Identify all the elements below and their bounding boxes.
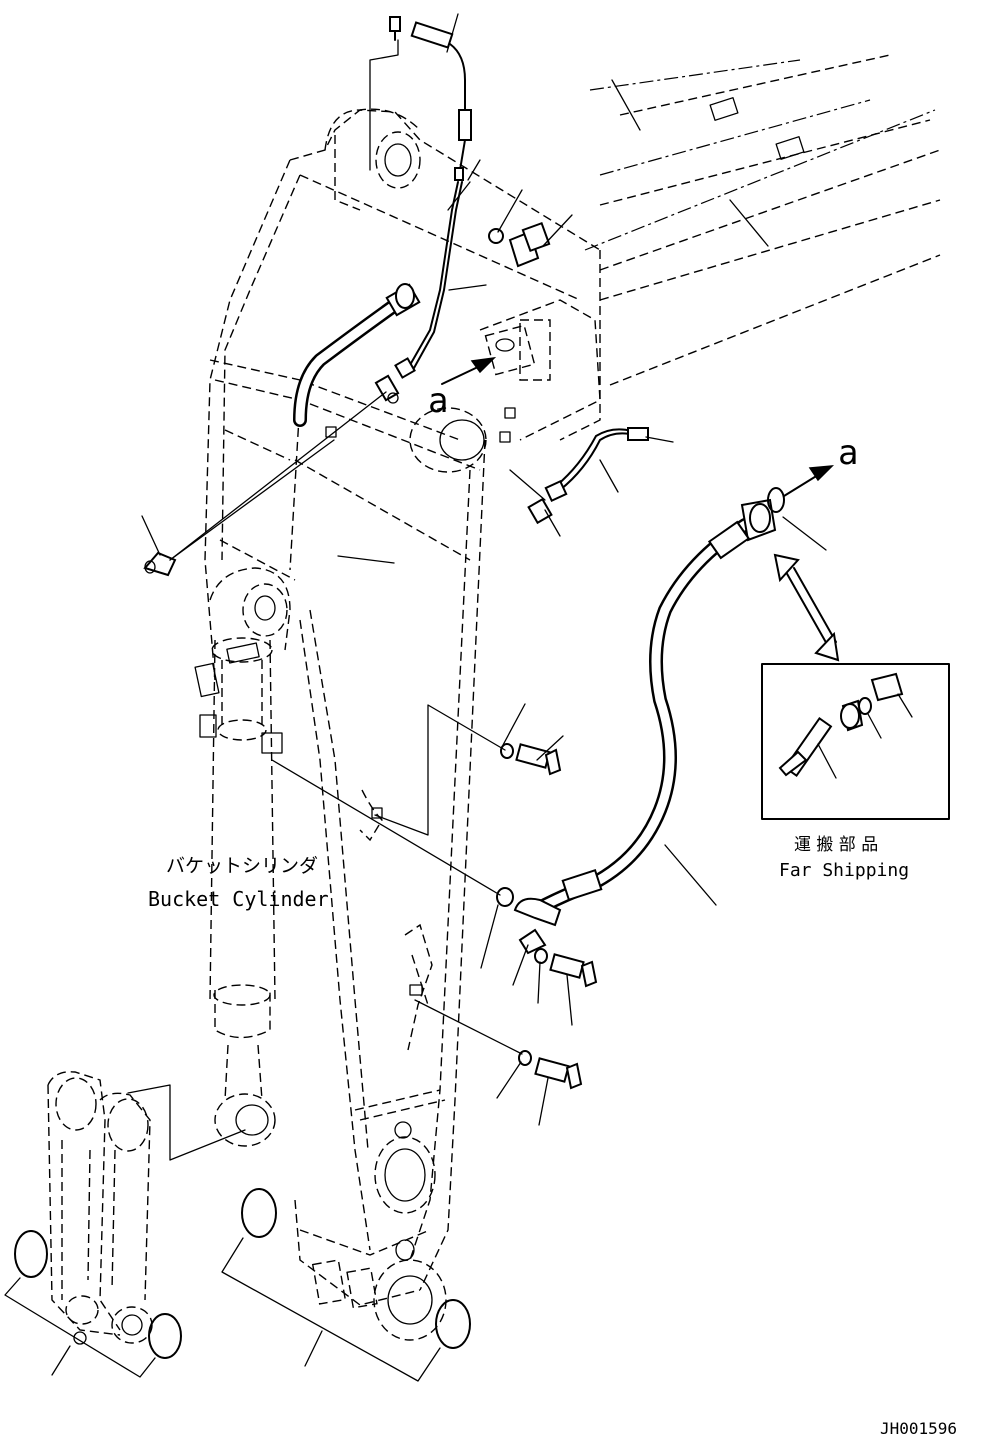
arm-clip-marks (325, 392, 516, 1051)
drawing-number: JH001596 (880, 1419, 957, 1438)
shipping-parts-inset (761, 663, 950, 820)
main-hose-assembly (496, 487, 785, 1090)
leader-lines (51, 13, 827, 1376)
pin-o-rings (4, 1188, 471, 1382)
arm-top-pin-bosses (324, 108, 601, 473)
upper-tube-assembly (143, 16, 649, 577)
bucket-cylinder (194, 567, 291, 1147)
bucket-cylinder-label-jp: バケットシリンダ (166, 855, 318, 877)
shipping-label-jp: 運 搬 部 品 (794, 835, 878, 855)
double-arrow (773, 553, 840, 662)
view-arrow-right (783, 465, 834, 497)
boom-phantom-outline (584, 54, 941, 386)
view-ref-right-label: a (838, 433, 858, 473)
bucket-link (47, 1071, 153, 1345)
bucket-cylinder-label-en: Bucket Cylinder (148, 887, 329, 911)
view-arrow-left (441, 356, 497, 385)
shipping-label-en: Far Shipping (779, 860, 909, 881)
view-ref-left-label: a (428, 381, 448, 421)
